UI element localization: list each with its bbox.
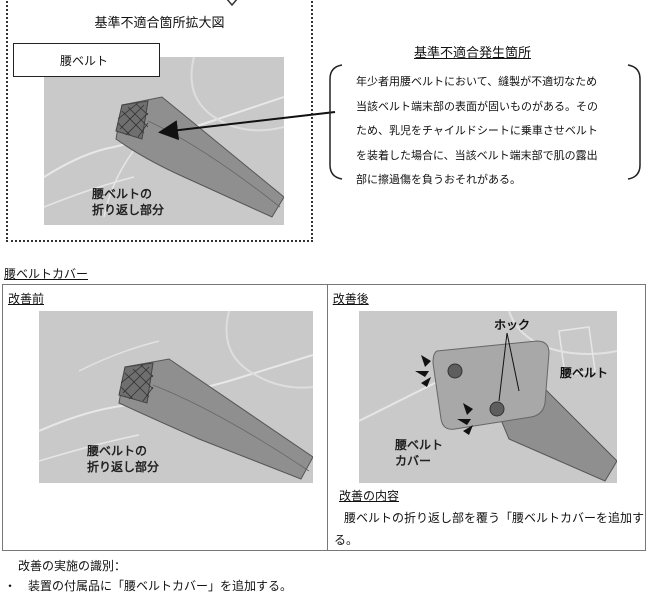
- improvement-content-body: 腰ベルトの折り返し部を覆う「腰ベルトカバーを追加する。: [334, 511, 645, 547]
- hook-label: ホック: [494, 318, 531, 332]
- description-line: を装着した場合に、当該ベルト端末部で肌の露出: [356, 148, 598, 162]
- top-photo-label-line1: 腰ベルトの: [92, 187, 153, 201]
- enlarged-view-title: 基準不適合箇所拡大図: [94, 16, 225, 31]
- description-line: 当該ベルト端末部の表面が固いものがある。その: [356, 99, 598, 113]
- description-brackets: [329, 64, 641, 180]
- implementation-item: ・ 装置の付属品に「腰ベルトカバー」を追加する。: [4, 579, 293, 593]
- pointer-arrow: [158, 111, 336, 141]
- implementation-title: 改善の実施の識別：: [18, 559, 127, 573]
- description-line: ため、乳児をチャイルドシートに乗車させベルト: [356, 124, 598, 137]
- frame-notch: [226, 0, 238, 7]
- nonconformity-description: 年少者用腰ベルトにおいて、縫製が不適切なため 当該ベルト端末部の表面が固いものが…: [356, 70, 628, 193]
- after-photo: [359, 311, 617, 483]
- cover-label-line1: 腰ベルト: [395, 438, 444, 452]
- enlarged-view-frame: [6, 0, 313, 242]
- after-header: 改善後: [332, 292, 369, 306]
- top-photo-label: 腰ベルトの 折り返し部分: [92, 186, 164, 218]
- before-photo: [39, 311, 313, 483]
- top-photo-label-line2: 折り返し部分: [92, 203, 165, 217]
- belt-enlarged-photo: [44, 57, 284, 225]
- description-line: 年少者用腰ベルトにおいて、縫製が不適切なため: [356, 75, 598, 88]
- cover-label-line2: カバー: [395, 454, 432, 468]
- description-line: 部に擦過傷を負うおそれがある。: [356, 173, 521, 186]
- before-photo-label-line1: 腰ベルトの: [87, 444, 148, 458]
- nonconformity-location-title: 基準不適合発生箇所: [414, 46, 532, 61]
- belt-cover-heading: 腰ベルトカバー: [4, 267, 89, 281]
- improvement-content-title: 改善の内容: [339, 489, 400, 503]
- before-header: 改善前: [8, 292, 45, 306]
- belt-callout-label: 腰ベルト: [13, 43, 160, 77]
- before-photo-label: 腰ベルトの 折り返し部分: [87, 443, 159, 475]
- cover-label: 腰ベルト カバー: [395, 437, 443, 469]
- before-photo-label-line2: 折り返し部分: [87, 460, 160, 474]
- after-belt-label: 腰ベルト: [560, 366, 609, 380]
